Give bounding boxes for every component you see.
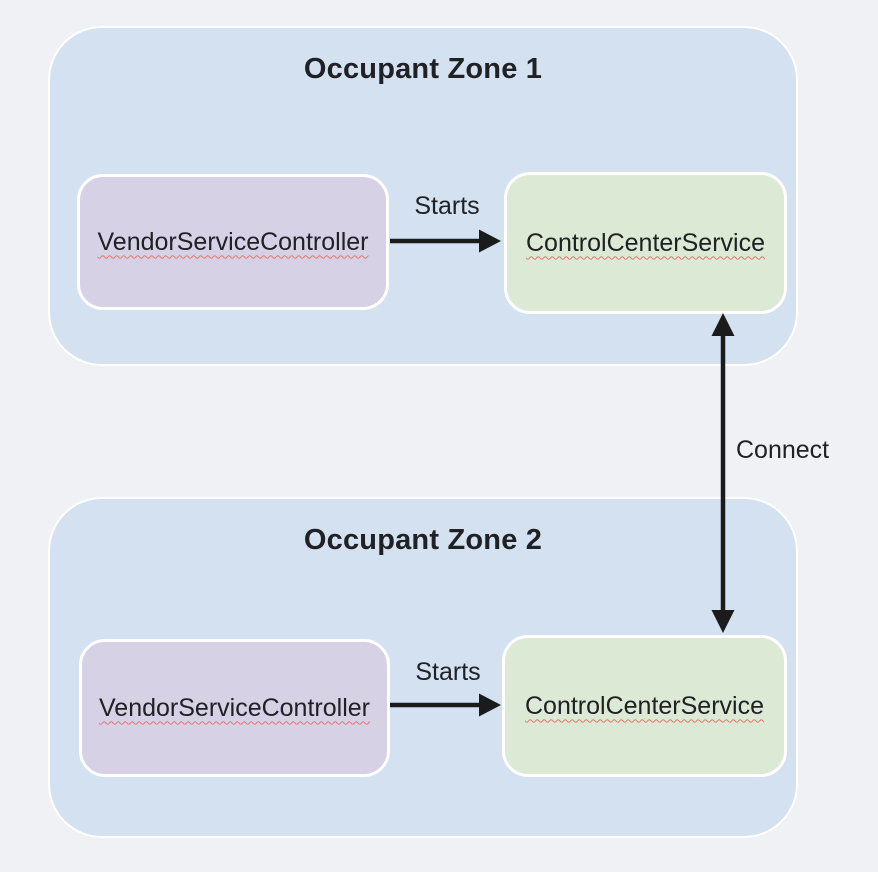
zone-1-vendor-node-label: VendorServiceController — [97, 227, 369, 256]
zone-2-title: Occupant Zone 2 — [303, 524, 543, 556]
zone-2-control-node-label: ControlCenterService — [525, 691, 764, 720]
connect-edge-label: Connect — [736, 436, 830, 464]
zone-1-control-node-label: ControlCenterService — [526, 228, 765, 257]
zone-1-starts-edge-label: Starts — [414, 192, 480, 220]
zone-2-vendor-node-label: VendorServiceController — [99, 693, 370, 722]
occupant-zone-1: Occupant Zone 1 VendorServiceController … — [48, 26, 798, 366]
occupant-zone-2: Occupant Zone 2 VendorServiceController … — [48, 497, 798, 838]
zone-1-control-center-service-node: ControlCenterService — [504, 172, 787, 314]
zone-2-control-center-service-node: ControlCenterService — [502, 635, 787, 777]
zone-2-vendor-service-controller-node: VendorServiceController — [79, 639, 390, 777]
zone-1-title: Occupant Zone 1 — [303, 53, 543, 85]
zone-2-starts-edge-label: Starts — [415, 658, 481, 686]
zone-1-vendor-service-controller-node: VendorServiceController — [77, 174, 389, 310]
